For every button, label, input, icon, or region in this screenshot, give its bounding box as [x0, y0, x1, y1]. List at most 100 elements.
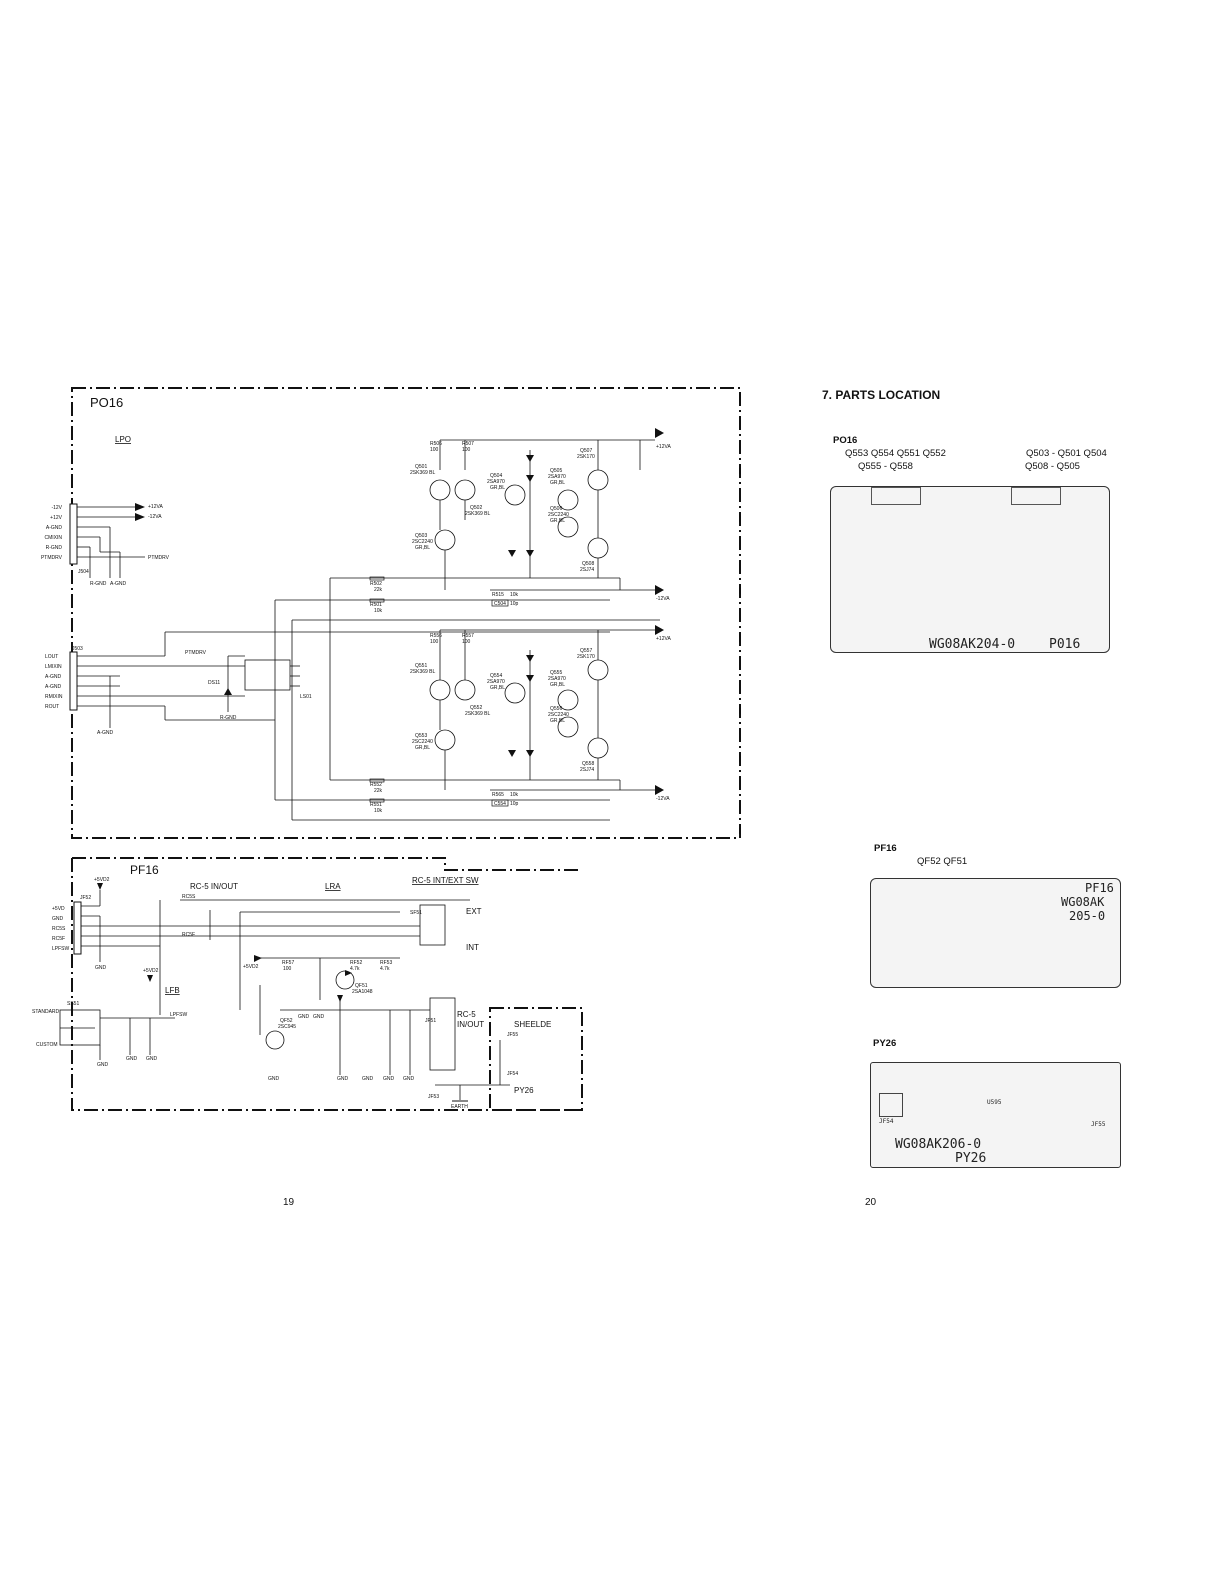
py26-pcb-board: JF54 U595 JF55 WG08AK206-0 PY26 [870, 1062, 1121, 1168]
svg-text:QF52: QF52 [280, 1018, 293, 1024]
pf16-title: PF16 [130, 863, 159, 877]
svg-text:2SC945: 2SC945 [278, 1024, 296, 1030]
page-number-left: 19 [283, 1197, 295, 1208]
svg-text:CMIXIN: CMIXIN [45, 535, 63, 541]
py26-jf55-label: JF55 [1091, 1121, 1106, 1128]
svg-text:C554: C554 [494, 801, 506, 807]
po16-frame [71, 387, 741, 839]
svg-text:GND: GND [95, 965, 107, 971]
svg-text:-12VA: -12VA [656, 796, 670, 802]
svg-text:SS51: SS51 [67, 1001, 79, 1007]
svg-text:JF55: JF55 [507, 1032, 518, 1038]
svg-text:SHEELDE: SHEELDE [514, 1020, 551, 1029]
svg-text:GR,BL: GR,BL [550, 480, 565, 486]
svg-text:LPFSW: LPFSW [170, 1012, 188, 1018]
svg-text:10k: 10k [374, 808, 383, 814]
svg-text:PTMDRV: PTMDRV [148, 555, 170, 561]
svg-text:Q508: Q508 [582, 561, 594, 567]
svg-text:Q504: Q504 [490, 473, 502, 479]
svg-text:100: 100 [462, 447, 471, 453]
svg-text:Q553: Q553 [415, 733, 427, 739]
svg-text:LFB: LFB [165, 986, 180, 995]
rc5-inout-line2: IN/OUT [457, 1020, 484, 1029]
po16-row2-right: Q508 - Q505 [1025, 461, 1080, 472]
svg-text:2SA1048: 2SA1048 [352, 989, 373, 995]
svg-text:+12VA: +12VA [656, 636, 671, 642]
svg-text:ROUT: ROUT [45, 704, 59, 710]
py26-u595-label: U595 [987, 1099, 1002, 1106]
svg-text:LOUT: LOUT [45, 654, 58, 660]
po16-row2-left: Q555 - Q558 [858, 461, 913, 472]
svg-text:LRA: LRA [325, 882, 341, 891]
svg-text:4.7k: 4.7k [350, 966, 360, 972]
svg-text:LS01: LS01 [300, 694, 312, 700]
svg-text:GND: GND [298, 1014, 310, 1020]
svg-text:GND: GND [97, 1062, 109, 1068]
svg-text:2SA970: 2SA970 [548, 474, 566, 480]
svg-text:SF51: SF51 [410, 910, 422, 916]
py26-jf54-label: JF54 [879, 1118, 894, 1125]
po16-board-label: WG08AK204-0 [929, 637, 1016, 652]
svg-text:2SK369 BL: 2SK369 BL [410, 470, 436, 476]
svg-text:RF57: RF57 [282, 960, 294, 966]
svg-text:STANDARD: STANDARD [32, 1009, 60, 1015]
svg-text:Q552: Q552 [470, 705, 482, 711]
svg-text:2SA970: 2SA970 [548, 676, 566, 682]
svg-text:+5VD: +5VD [52, 906, 65, 912]
svg-text:10k: 10k [510, 592, 519, 598]
py26-jf54-pad [879, 1093, 903, 1117]
svg-text:GND: GND [126, 1056, 138, 1062]
pf16-row: QF52 QF51 [917, 856, 968, 867]
svg-text:+5VD2: +5VD2 [94, 877, 110, 883]
svg-text:GR,BL: GR,BL [415, 545, 430, 551]
svg-text:LMIXIN: LMIXIN [45, 664, 62, 670]
svg-text:JF51: JF51 [425, 1018, 436, 1024]
svg-text:2SA970: 2SA970 [487, 679, 505, 685]
svg-text:RC-5 IN/OUT: RC-5 IN/OUT [190, 882, 238, 891]
svg-text:A-GND: A-GND [45, 684, 62, 690]
svg-text:Q502: Q502 [470, 505, 482, 511]
page-number-right: 20 [865, 1197, 877, 1208]
svg-text:22k: 22k [374, 788, 383, 794]
svg-text:CUSTOM: CUSTOM [36, 1042, 58, 1048]
svg-text:RF53: RF53 [380, 960, 392, 966]
parts-location-heading: 7. PARTS LOCATION [822, 388, 941, 402]
svg-text:2SK170: 2SK170 [577, 454, 595, 460]
svg-text:+12VA: +12VA [656, 444, 671, 450]
svg-text:2SJ74: 2SJ74 [580, 767, 594, 773]
po16-heatsink-right [1011, 487, 1061, 505]
svg-text:R506: R506 [430, 441, 442, 447]
svg-text:GND: GND [383, 1076, 395, 1082]
po16-row1-left: Q553 Q554 Q551 Q552 [845, 448, 946, 459]
svg-text:R-GND: R-GND [90, 581, 107, 587]
svg-text:100: 100 [430, 639, 439, 645]
po16-pcb-board: WG08AK204-0 P016 [830, 486, 1110, 653]
svg-text:10k: 10k [374, 608, 383, 614]
svg-text:2SC2240: 2SC2240 [412, 539, 433, 545]
svg-text:GND: GND [337, 1076, 349, 1082]
svg-text:R552: R552 [370, 782, 382, 788]
svg-text:+12VA: +12VA [148, 504, 163, 510]
svg-text:GR,BL: GR,BL [550, 518, 565, 524]
j504-connector: J504 -12V +12V A-GND CMIXIN R-GND PTMDRV [41, 503, 89, 575]
py26-board-label: WG08AK206-0 [895, 1137, 982, 1152]
svg-text:A-GND: A-GND [46, 525, 63, 531]
po16-board-name: P016 [1049, 637, 1081, 652]
svg-text:Q505: Q505 [550, 468, 562, 474]
svg-text:10p: 10p [510, 601, 519, 607]
svg-text:GND: GND [362, 1076, 374, 1082]
svg-text:R507: R507 [462, 441, 474, 447]
svg-text:INT: INT [466, 943, 479, 952]
svg-text:R557: R557 [462, 633, 474, 639]
svg-text:2SA970: 2SA970 [487, 479, 505, 485]
svg-text:Q554: Q554 [490, 673, 502, 679]
pf16-board-label1: PF16 [1085, 881, 1114, 895]
svg-text:R-GND: R-GND [220, 715, 237, 721]
svg-text:4.7k: 4.7k [380, 966, 390, 972]
shield-frame [489, 1007, 583, 1111]
svg-text:JF54: JF54 [507, 1071, 518, 1077]
svg-text:GR,BL: GR,BL [550, 682, 565, 688]
svg-text:10k: 10k [510, 792, 519, 798]
svg-text:2SK369 BL: 2SK369 BL [465, 511, 491, 517]
svg-text:R501: R501 [370, 602, 382, 608]
